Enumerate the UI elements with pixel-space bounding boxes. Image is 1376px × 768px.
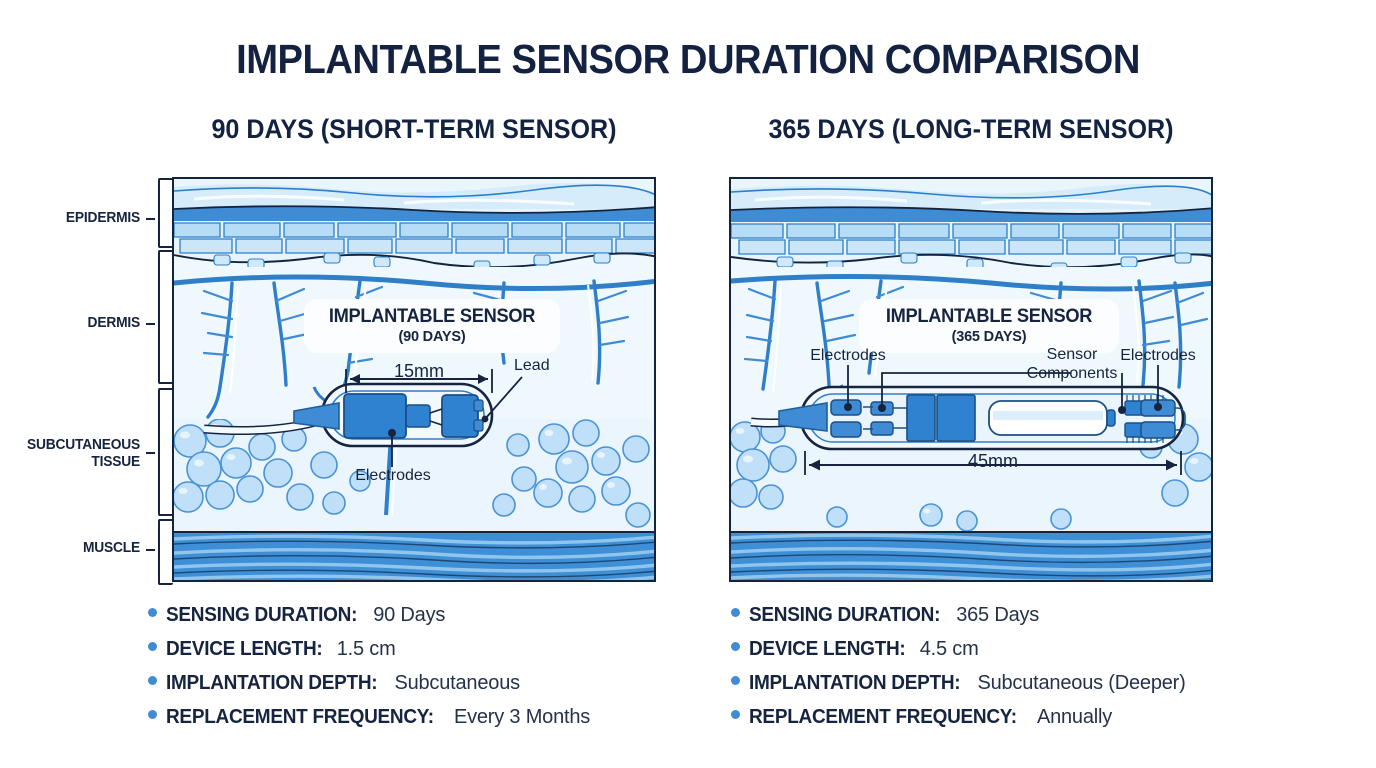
sensor-device-long-term bbox=[750, 365, 1186, 475]
dimension-label-15mm: 15mm bbox=[393, 361, 444, 381]
bracket-muscle bbox=[158, 519, 173, 585]
spec-value: Annually bbox=[1036, 706, 1113, 728]
bullet-icon bbox=[148, 676, 157, 685]
spec-row: SENSING DURATION: 365 Days bbox=[731, 604, 1186, 630]
panel-heading-short-term: 90 DAYS (SHORT-TERM SENSOR) bbox=[211, 114, 617, 144]
spec-value: Subcutaneous bbox=[394, 672, 520, 694]
spec-list-long-term: SENSING DURATION: 365 Days DEVICE LENGTH… bbox=[731, 604, 1186, 740]
layer-separator-muscle bbox=[174, 531, 654, 533]
page-title: IMPLANTABLE SENSOR DURATION COMPARISON bbox=[236, 36, 1140, 82]
bracket-subcutaneous bbox=[158, 388, 173, 516]
spec-row: IMPLANTATION DEPTH: Subcutaneous (Deeper… bbox=[731, 672, 1186, 698]
device-label-subtitle: (365 DAYS) bbox=[951, 329, 1027, 345]
layer-separator-muscle bbox=[731, 531, 1211, 533]
device-label-title: IMPLANTABLE SENSOR bbox=[328, 306, 536, 327]
spec-row: SENSING DURATION: 90 Days bbox=[148, 604, 590, 630]
panel-heading-long-term: 365 DAYS (LONG-TERM SENSOR) bbox=[768, 114, 1174, 144]
spec-value: Every 3 Months bbox=[453, 706, 591, 728]
bullet-icon bbox=[731, 608, 740, 617]
epidermis-layer bbox=[731, 179, 1211, 267]
epidermis-layer bbox=[174, 179, 654, 267]
bracket-tick-epidermis bbox=[146, 218, 155, 220]
spec-label: DEVICE LENGTH: bbox=[166, 638, 323, 660]
bullet-icon bbox=[148, 608, 157, 617]
spec-label: IMPLANTATION DEPTH: bbox=[166, 672, 378, 694]
bullet-icon bbox=[148, 710, 157, 719]
bracket-dermis bbox=[158, 250, 173, 384]
callout-sensor-components-line1: Sensor bbox=[1046, 346, 1098, 363]
skin-cross-section-long-term: IMPLANTABLE SENSOR (365 DAYS) Electrodes… bbox=[729, 177, 1213, 582]
spec-label: IMPLANTATION DEPTH: bbox=[749, 672, 961, 694]
bracket-tick-muscle bbox=[146, 549, 155, 551]
dimension-label-45mm: 45mm bbox=[967, 451, 1018, 471]
layer-label-subcutaneous-line1: SUBCUTANEOUS bbox=[26, 437, 140, 453]
spec-row: IMPLANTATION DEPTH: Subcutaneous bbox=[148, 672, 590, 698]
bracket-tick-dermis bbox=[146, 323, 155, 325]
spec-value: 90 Days bbox=[373, 604, 446, 626]
callout-sensor-components: Sensor Components bbox=[1013, 345, 1131, 383]
spec-value: 4.5 cm bbox=[919, 638, 979, 660]
layer-label-subcutaneous: SUBCUTANEOUS TISSUE bbox=[7, 437, 140, 470]
subcutaneous-layer bbox=[174, 419, 654, 531]
device-label-title: IMPLANTABLE SENSOR bbox=[885, 306, 1093, 327]
spec-label: SENSING DURATION: bbox=[749, 604, 941, 626]
sensor-device-short-term bbox=[203, 369, 523, 467]
bullet-icon bbox=[731, 642, 740, 651]
callout-electrodes: Electrodes bbox=[355, 467, 431, 484]
spec-label: DEVICE LENGTH: bbox=[749, 638, 906, 660]
spec-row: REPLACEMENT FREQUENCY: Every 3 Months bbox=[148, 706, 590, 732]
device-label-long-term: IMPLANTABLE SENSOR (365 DAYS) bbox=[859, 299, 1119, 353]
muscle-layer bbox=[174, 531, 654, 580]
layer-label-muscle: MUSCLE bbox=[82, 540, 140, 556]
layer-label-subcutaneous-line2: TISSUE bbox=[91, 453, 140, 470]
bracket-epidermis bbox=[158, 178, 173, 248]
bracket-tick-subcutaneous bbox=[146, 452, 155, 454]
spec-value: 365 Days bbox=[956, 604, 1040, 626]
callout-sensor-components-line2: Components bbox=[1026, 365, 1118, 383]
callout-lead: Lead bbox=[514, 357, 550, 374]
spec-row: DEVICE LENGTH: 4.5 cm bbox=[731, 638, 1186, 664]
bullet-icon bbox=[148, 642, 157, 651]
device-label-subtitle: (90 DAYS) bbox=[398, 329, 466, 345]
muscle-layer bbox=[731, 531, 1211, 580]
bullet-icon bbox=[731, 710, 740, 719]
spec-row: REPLACEMENT FREQUENCY: Annually bbox=[731, 706, 1186, 732]
spec-value: 1.5 cm bbox=[336, 638, 396, 660]
spec-label: SENSING DURATION: bbox=[166, 604, 358, 626]
spec-row: DEVICE LENGTH: 1.5 cm bbox=[148, 638, 590, 664]
spec-label: REPLACEMENT FREQUENCY: bbox=[166, 706, 434, 728]
skin-cross-section-short-term: IMPLANTABLE SENSOR (90 DAYS) 15mm Lead E… bbox=[172, 177, 656, 582]
spec-label: REPLACEMENT FREQUENCY: bbox=[749, 706, 1017, 728]
layer-label-dermis: DERMIS bbox=[87, 315, 141, 331]
spec-value: Subcutaneous (Deeper) bbox=[977, 672, 1186, 694]
layer-label-epidermis: EPIDERMIS bbox=[65, 210, 140, 226]
callout-electrodes-left: Electrodes bbox=[810, 347, 886, 364]
callout-electrodes-right: Electrodes bbox=[1120, 347, 1196, 364]
spec-list-short-term: SENSING DURATION: 90 Days DEVICE LENGTH:… bbox=[148, 604, 590, 740]
bullet-icon bbox=[731, 676, 740, 685]
device-label-short-term: IMPLANTABLE SENSOR (90 DAYS) bbox=[304, 299, 560, 353]
